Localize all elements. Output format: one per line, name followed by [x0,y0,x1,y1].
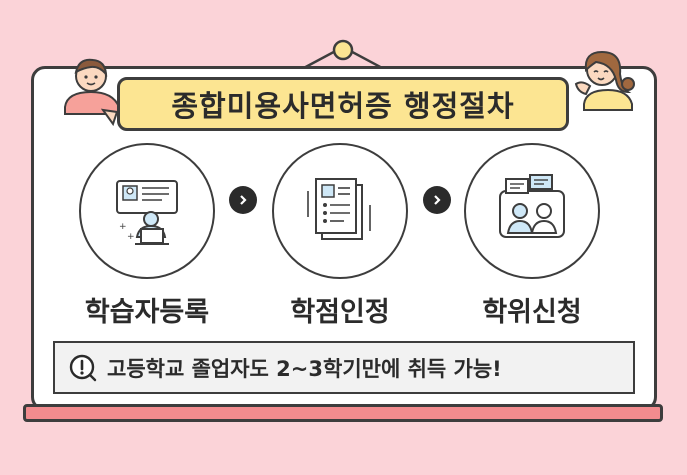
step-degree-circle [464,143,600,279]
document-checklist-icon [307,178,371,240]
online-registration-icon: + + [116,180,178,245]
step-credit-label: 학점인정 [290,297,390,328]
step-registration-circle: + + [79,143,215,279]
step-degree-label: 학위신청 [482,297,582,328]
degree-consultation-icon [499,174,565,238]
exclamation-circle-icon [69,354,97,381]
title-banner: 종합미용사면허증 행정절차 [117,77,569,131]
notice-text: 고등학교 졸업자도 2~3학기만에 취득 가능! [107,356,502,381]
girl-character-icon [574,50,635,111]
board-ledge [23,404,663,422]
page-title: 종합미용사면허증 행정절차 [171,89,515,123]
step-credit-circle [272,143,408,279]
chevron-right-icon [229,186,257,214]
step-registration-label: 학습자등록 [84,297,210,328]
svg-text:+: + [119,222,127,232]
svg-text:+: + [127,232,135,242]
chevron-right-icon [423,186,451,214]
notice-box: 고등학교 졸업자도 2~3학기만에 취득 가능! [53,341,635,394]
boy-character-icon [64,58,120,127]
